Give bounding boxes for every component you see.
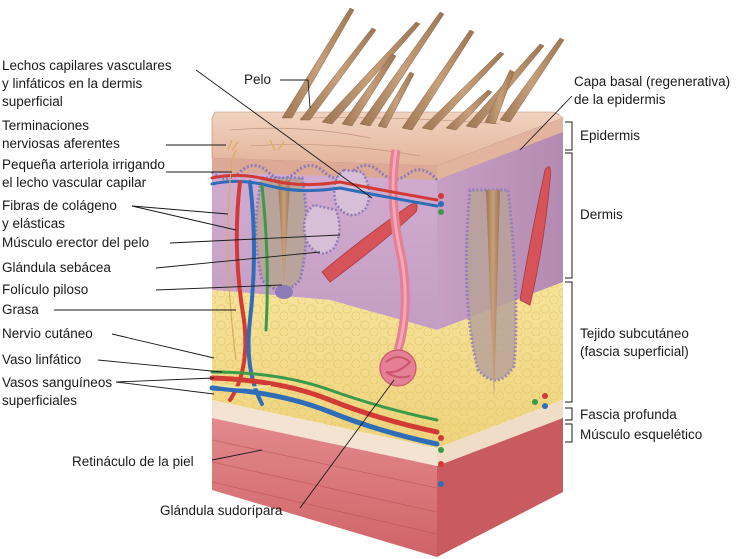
- label-grasa: Grasa: [2, 302, 39, 317]
- label-fascia-profunda: Fascia profunda: [580, 407, 677, 422]
- muscle-front: [212, 418, 437, 557]
- layer-brackets: [565, 121, 573, 443]
- label-foliculo: Folículo piloso: [2, 282, 88, 297]
- epidermis-side-band: [437, 118, 563, 180]
- fascia-side: [437, 400, 563, 466]
- label-dermis: Dermis: [580, 207, 623, 222]
- blood-vessels: [209, 173, 440, 447]
- label-vasos-line2: superficiales: [2, 393, 77, 408]
- label-epidermis: Epidermis: [580, 128, 640, 143]
- muscle-side: [437, 418, 563, 557]
- basal-layer: [210, 164, 439, 182]
- sebaceous-gland: [303, 168, 371, 255]
- vessel-cross-sections: [438, 193, 548, 487]
- hair-shafts: [281, 7, 565, 131]
- label-terminaciones-line1: Terminaciones: [2, 118, 89, 133]
- label-terminaciones-line2: nerviosas aferentes: [2, 136, 120, 151]
- label-pelo: Pelo: [244, 72, 271, 87]
- leader-lines: [54, 69, 573, 509]
- right-labels: Capa basal (regenerativa) de la epidermi…: [574, 74, 730, 442]
- label-subcutaneo-line1: Tejido subcutáneo: [580, 326, 689, 341]
- label-nervio: Nervio cutáneo: [2, 326, 93, 341]
- sweat-gland-coil: [379, 349, 417, 387]
- label-linfatico: Vaso linfático: [2, 352, 81, 367]
- label-subcutaneo-line2: (fascia superficial): [580, 344, 689, 359]
- label-musculo-erector: Músculo erector del pelo: [2, 235, 149, 250]
- label-sudoripara: Glándula sudorípara: [160, 503, 283, 518]
- label-arteriola-line1: Pequeña arteriola irrigando: [2, 157, 165, 172]
- label-retinaculo: Retináculo de la piel: [72, 454, 194, 469]
- left-labels: Pelo Lechos capilares vasculares y linfá…: [2, 58, 283, 518]
- hair-follicle-right: [464, 188, 518, 400]
- label-musculo-esqueletico: Músculo esquelético: [580, 427, 702, 442]
- fascia-front: [212, 400, 437, 466]
- arrector-pili-muscle-side: [519, 166, 551, 306]
- afferent-nerve-endings: [227, 139, 285, 361]
- label-glandula-sebacea: Glándula sebácea: [2, 260, 111, 275]
- label-vasos-line1: Vasos sanguíneos: [2, 375, 112, 390]
- label-fibras-line1: Fibras de colágeno: [2, 198, 117, 213]
- label-lechos-line1: Lechos capilares vasculares: [2, 58, 172, 73]
- label-lechos-line2: y linfáticos en la dermis: [2, 76, 143, 91]
- label-arteriola-line2: el lecho vascular capilar: [2, 175, 147, 190]
- label-fibras-line2: y elásticas: [2, 216, 65, 231]
- hair-follicle-left: [254, 176, 309, 299]
- label-lechos-line3: superficial: [2, 94, 63, 109]
- label-capa-basal-line1: Capa basal (regenerativa): [574, 74, 730, 89]
- label-capa-basal-line2: de la epidermis: [574, 92, 666, 107]
